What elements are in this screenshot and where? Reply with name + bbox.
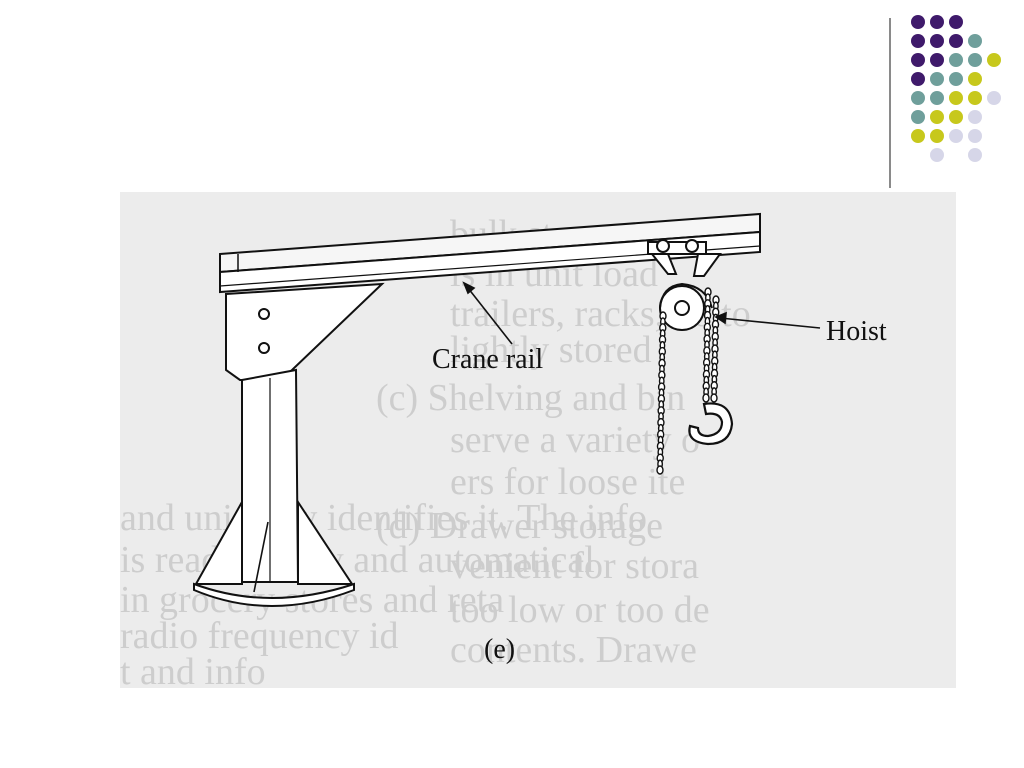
- decorative-dot: [911, 15, 925, 29]
- decorative-dot: [968, 110, 982, 124]
- decorative-dot: [968, 53, 982, 67]
- bleed-through-line: t and info: [120, 651, 266, 688]
- decorative-dot: [930, 91, 944, 105]
- decorative-dot: [930, 15, 944, 29]
- decorative-dot: [911, 110, 925, 124]
- decorative-dot: [949, 110, 963, 124]
- decorative-dot: [930, 110, 944, 124]
- bleed-through-line: too low or too de: [450, 589, 710, 631]
- decorative-dot: [949, 15, 963, 29]
- bleed-through-line: venient for stora: [450, 545, 699, 587]
- decorative-dot: [968, 129, 982, 143]
- decorative-dot: [987, 91, 1001, 105]
- bleed-through-line: and uniquely identifies it. The info: [120, 497, 647, 539]
- decorative-dot: [930, 129, 944, 143]
- decorative-dot: [930, 34, 944, 48]
- decorative-dot: [968, 34, 982, 48]
- hoist-chains: [656, 287, 720, 475]
- bleed-through-line: contents. Drawe: [450, 629, 697, 671]
- bleed-through-line: lightly stored: [450, 329, 652, 371]
- decorative-dot: [968, 72, 982, 86]
- decorative-dot: [911, 34, 925, 48]
- decorative-dot: [911, 91, 925, 105]
- chain-link: [702, 393, 710, 403]
- decorative-dot: [911, 53, 925, 67]
- chain-link: [656, 465, 664, 475]
- decorative-dot: [968, 91, 982, 105]
- decorative-dot: [911, 72, 925, 86]
- decorative-dot: [987, 53, 1001, 67]
- figure-caption: (e): [484, 634, 515, 665]
- decorative-dot: [930, 72, 944, 86]
- chain-link: [710, 393, 718, 403]
- decorative-dot: [949, 91, 963, 105]
- hoist-label: Hoist: [826, 316, 887, 347]
- decorative-dot: [911, 129, 925, 143]
- decorative-dot: [949, 129, 963, 143]
- decorative-dot: [949, 34, 963, 48]
- bleed-through-line: (c) Shelving and bin: [376, 377, 685, 419]
- decorative-dot: [930, 148, 944, 162]
- title-divider-line: [889, 18, 891, 188]
- bolt-icon: [258, 308, 270, 320]
- decorative-dot: [949, 72, 963, 86]
- trolley: [647, 239, 722, 277]
- bleed-through-line: is read quickly and automatical: [120, 539, 595, 581]
- crane-figure: bulk storage. This in unit loadtrailers,…: [120, 192, 956, 688]
- decorative-dot: [949, 53, 963, 67]
- crane-drawing: bulk storage. This in unit loadtrailers,…: [120, 212, 887, 688]
- decorative-dot: [968, 148, 982, 162]
- bolt-icon: [258, 342, 270, 354]
- bleed-through-line: radio frequency id: [120, 615, 399, 657]
- bleed-through-text: bulk storage. This in unit loadtrailers,…: [120, 213, 751, 688]
- decorative-dot: [930, 53, 944, 67]
- bleed-through-line: ers for loose ite: [450, 461, 685, 503]
- crane-rail-label: Crane rail: [432, 344, 543, 375]
- crane-base: [193, 498, 355, 607]
- hoist-block: [659, 282, 713, 331]
- hook-icon: [688, 402, 734, 446]
- decorative-dot-grid: [911, 15, 1001, 162]
- bleed-through-line: (d) Drawer storage: [376, 505, 663, 547]
- label-arrows: [462, 281, 821, 345]
